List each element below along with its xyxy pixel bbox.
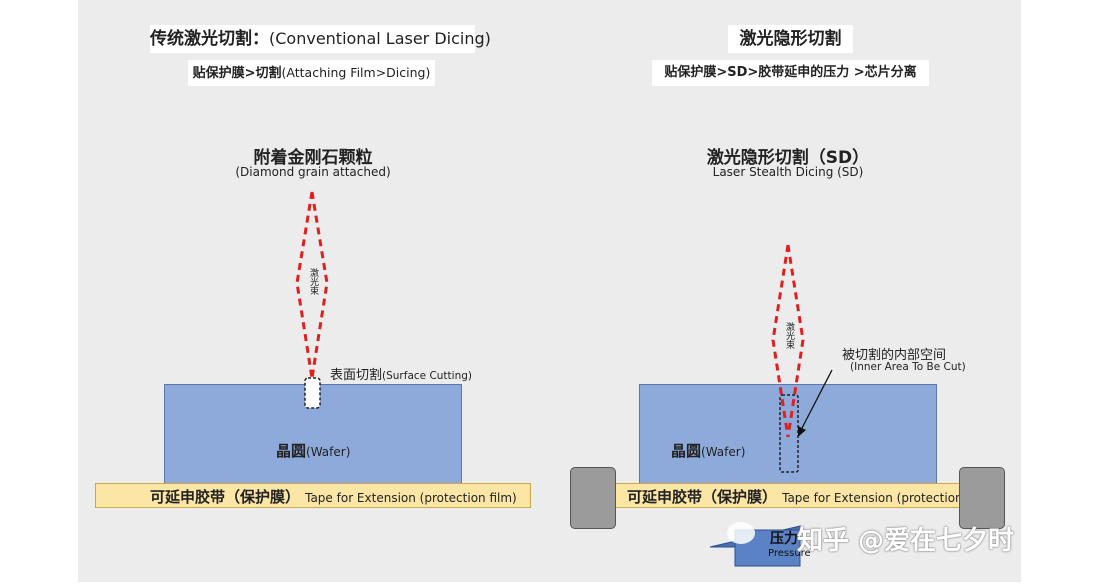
surface-cut-label-cn: 表面切割 — [330, 368, 383, 383]
right-tape-label-en: Tape for Extension (protection film) — [782, 491, 994, 505]
left-tape-label: 可延申胶带（保护膜） Tape for Extension (protectio… — [150, 486, 517, 507]
right-title: 激光隐形切割 — [728, 25, 853, 53]
right-title-text: 激光隐形切割 — [739, 29, 842, 49]
inner-area-label-cn: 被切割的内部空间 — [842, 348, 947, 363]
left-beam-upper — [295, 191, 314, 379]
inner-area-label-en: (Inner Area To Be Cut) — [850, 361, 966, 373]
watermark-text: 知乎 @爱在七夕时 — [797, 526, 1015, 556]
left-tape-label-en: Tape for Extension (protection film) — [305, 491, 517, 505]
right-subtitle-text: 贴保护膜>SD>胶带延申的压力 >芯片分离 — [664, 65, 917, 80]
left-surface-cut — [304, 377, 321, 409]
left-clamp — [570, 467, 616, 529]
right-inner-cut — [779, 394, 799, 473]
right-tape-label: 可延申胶带（保护膜） Tape for Extension (protectio… — [627, 486, 994, 507]
left-heading: 附着金刚石颗粒 — [253, 148, 373, 168]
pressure-label-en: Pressure — [768, 548, 811, 559]
right-tape — [613, 483, 970, 508]
right-heading-sub: Laser Stealth Dicing (SD) — [712, 165, 864, 179]
right-wafer-label: 晶圆(Wafer) — [671, 440, 745, 461]
surface-cut-label: 表面切割(Surface Cutting) — [330, 364, 472, 383]
left-title-cn: 传统激光切割： — [150, 29, 269, 49]
left-wafer-label-en: (Wafer) — [306, 445, 351, 459]
right-heading: 激光隐形切割（SD） — [706, 148, 870, 168]
right-subtitle: 贴保护膜>SD>胶带延申的压力 >芯片分离 — [652, 60, 929, 86]
right-wafer — [639, 384, 937, 484]
left-title: 传统激光切割：(Conventional Laser Dicing) — [150, 25, 491, 53]
pressure-label-cn: 压力 — [770, 531, 798, 547]
left-beam-lower — [310, 191, 329, 379]
inner-area-pointer — [800, 369, 833, 431]
left-subtitle: 贴保护膜>切割(Attaching Film>Dicing) — [188, 60, 435, 86]
left-wafer-label-cn: 晶圆 — [276, 442, 307, 460]
left-tape — [95, 483, 531, 508]
right-tape-label-cn: 可延申胶带（保护膜） — [627, 488, 778, 506]
right-beam-label: 激光束 — [784, 322, 794, 349]
left-beam-label: 激光束 — [308, 268, 318, 295]
surface-cut-label-en: (Surface Cutting) — [382, 370, 473, 382]
left-wafer-label: 晶圆(Wafer) — [276, 440, 350, 461]
right-beam-lower — [786, 244, 805, 438]
inner-area-arrowhead — [798, 426, 806, 437]
left-subtitle-cn: 贴保护膜>切割 — [192, 66, 282, 81]
right-wafer-label-cn: 晶圆 — [671, 442, 702, 460]
left-subtitle-en: (Attaching Film>Dicing) — [281, 65, 431, 80]
left-title-en: (Conventional Laser Dicing) — [269, 29, 491, 48]
right-clamp — [959, 467, 1005, 529]
right-wafer-label-en: (Wafer) — [701, 445, 746, 459]
wechat-icon — [727, 522, 755, 544]
left-tape-label-cn: 可延申胶带（保护膜） — [150, 488, 301, 506]
right-beam-upper — [771, 244, 790, 438]
left-heading-sub: (Diamond grain attached) — [235, 165, 391, 179]
